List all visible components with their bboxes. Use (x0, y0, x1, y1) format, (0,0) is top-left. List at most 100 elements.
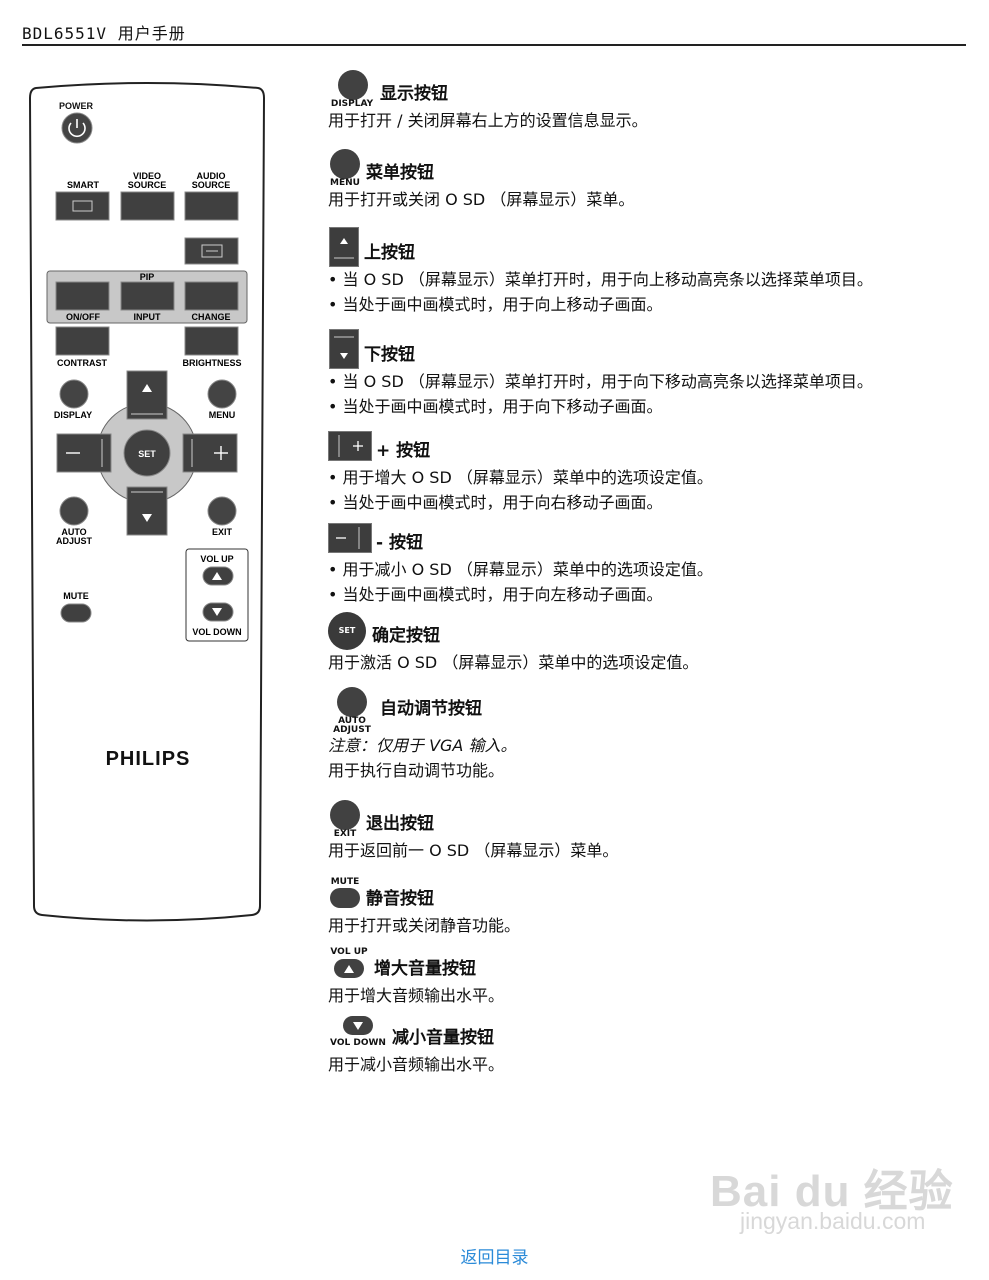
remote-aspect-button (184, 237, 239, 265)
entry-down-bullet-2: • 当处于画中画模式时，用于向下移动子画面。 (328, 397, 663, 416)
svg-text:MUTE: MUTE (63, 591, 89, 601)
entry-vol-down-title: 减小音量按钮 (392, 1028, 494, 1048)
entry-up-bullet-2: • 当处于画中画模式时，用于向上移动子画面。 (328, 295, 663, 314)
entry-vol-up-desc: 用于增大音频输出水平。 (328, 986, 505, 1005)
entry-down-bullet-1: • 当 O SD （屏幕显示）菜单打开时，用于向下移动高亮条以选择菜单项目。 (328, 372, 873, 391)
svg-text:VIDEO: VIDEO (133, 171, 161, 181)
minus-button-icon (328, 517, 372, 557)
entry-minus-bullet-1: • 用于减小 O SD （屏幕显示）菜单中的选项设定值。 (328, 560, 713, 579)
vol-up-button-icon: VOL UP (328, 943, 370, 983)
plus-button-icon (328, 425, 372, 465)
remote-exit-button (207, 496, 237, 526)
remote-up-button (126, 370, 168, 420)
remote-control-illustration: POWER SMART VIDEO SOURCE AUDIO SOURCE PI… (28, 78, 266, 928)
remote-video-source-button (120, 191, 175, 221)
watermark-logo-text: Bai du 经验 (710, 1167, 954, 1216)
mute-button-icon: MUTE (328, 873, 362, 913)
remote-brand-logo: PHILIPS (106, 748, 191, 770)
svg-text:ON/OFF: ON/OFF (66, 312, 100, 322)
document-header: BDL6551V 用户手册 (22, 24, 186, 43)
back-to-contents-link[interactable]: 返回目录 (460, 1248, 529, 1268)
remote-pip-onoff-button (55, 281, 110, 311)
entry-up: 上按钮 • 当 O SD （屏幕显示）菜单打开时，用于向上移动高亮条以选择菜单项… (328, 227, 968, 317)
entry-vol-down-desc: 用于减小音频输出水平。 (328, 1055, 505, 1074)
entry-auto-adjust-note: 注意：仅用于 VGA 输入。 (328, 736, 517, 755)
menu-button-icon: MENU (328, 147, 362, 188)
entry-mute-desc: 用于打开或关闭静音功能。 (328, 916, 521, 935)
svg-text:AUTO: AUTO (61, 527, 86, 537)
entry-auto-adjust-title: 自动调节按钮 (380, 699, 482, 719)
svg-text:SET: SET (138, 449, 156, 459)
entry-plus-title: + 按钮 (376, 441, 431, 461)
auto-adjust-button-icon: AUTO ADJUST (328, 687, 376, 735)
entry-mute: MUTE 静音按钮 用于打开或关闭静音功能。 (328, 873, 968, 938)
up-button-icon (328, 227, 360, 267)
entry-minus-title: - 按钮 (376, 533, 423, 553)
remote-plus-button (182, 433, 238, 473)
entry-display-title: 显示按钮 (380, 84, 448, 104)
remote-mute-button (60, 603, 92, 623)
entry-display: DISPLAY 显示按钮 用于打开 / 关闭屏幕右上方的设置信息显示。 (328, 68, 968, 133)
entry-down: 下按钮 • 当 O SD （屏幕显示）菜单打开时，用于向下移动高亮条以选择菜单项… (328, 329, 968, 419)
svg-text:MENU: MENU (209, 410, 236, 420)
entry-vol-up: VOL UP 增大音量按钮 用于增大音频输出水平。 (328, 943, 968, 1008)
svg-text:SMART: SMART (67, 180, 99, 190)
remote-brightness-button (184, 326, 239, 356)
watermark-url: jingyan.baidu.com (740, 1208, 926, 1234)
entry-menu-title: 菜单按钮 (366, 163, 434, 183)
header-rule (22, 44, 966, 46)
entry-mute-title: 静音按钮 (366, 889, 434, 909)
entry-display-desc: 用于打开 / 关闭屏幕右上方的设置信息显示。 (328, 111, 648, 130)
entry-set-desc: 用于激活 O SD （屏幕显示）菜单中的选项设定值。 (328, 653, 699, 672)
svg-text:VOL DOWN: VOL DOWN (192, 627, 241, 637)
entry-menu-desc: 用于打开或关闭 O SD （屏幕显示）菜单。 (328, 190, 635, 209)
svg-text:INPUT: INPUT (134, 312, 162, 322)
vol-down-button-icon: VOL DOWN (328, 1012, 388, 1052)
display-button-icon: DISPLAY (328, 68, 376, 109)
svg-text:EXIT: EXIT (212, 527, 233, 537)
entry-vol-down: VOL DOWN 减小音量按钮 用于减小音频输出水平。 (328, 1012, 968, 1077)
down-button-icon (328, 329, 360, 369)
remote-auto-adjust-button (59, 496, 89, 526)
entry-exit-title: 退出按钮 (366, 814, 434, 834)
entry-up-title: 上按钮 (364, 243, 415, 263)
svg-text:AUDIO: AUDIO (197, 171, 226, 181)
svg-text:VOL UP: VOL UP (200, 554, 233, 564)
entry-minus-bullet-2: • 当处于画中画模式时，用于向左移动子画面。 (328, 585, 663, 604)
svg-text:CHANGE: CHANGE (191, 312, 230, 322)
svg-text:PIP: PIP (140, 272, 155, 282)
entry-exit-desc: 用于返回前一 O SD （屏幕显示）菜单。 (328, 841, 619, 860)
remote-pip-change-button (184, 281, 239, 311)
remote-audio-source-button (184, 191, 239, 221)
svg-text:BRIGHTNESS: BRIGHTNESS (182, 358, 241, 368)
set-button-icon: SET (328, 610, 368, 650)
remote-set-button (123, 429, 171, 477)
entry-up-bullet-1: • 当 O SD （屏幕显示）菜单打开时，用于向上移动高亮条以选择菜单项目。 (328, 270, 873, 289)
baidu-jingyan-watermark: Bai du 经验 jingyan.baidu.com (700, 1140, 960, 1250)
remote-smart-button (55, 191, 110, 221)
remote-minus-button (56, 433, 112, 473)
remote-down-button (126, 486, 168, 536)
entry-menu: MENU 菜单按钮 用于打开或关闭 O SD （屏幕显示）菜单。 (328, 147, 968, 212)
entry-minus: - 按钮 • 用于减小 O SD （屏幕显示）菜单中的选项设定值。 • 当处于画… (328, 517, 968, 607)
entry-plus-bullet-2: • 当处于画中画模式时，用于向右移动子画面。 (328, 493, 663, 512)
remote-menu-button (207, 379, 237, 409)
entry-auto-adjust: AUTO ADJUST 自动调节按钮 注意：仅用于 VGA 输入。 用于执行自动… (328, 687, 968, 783)
entry-set-title: 确定按钮 (372, 626, 440, 646)
entry-plus: + 按钮 • 用于增大 O SD （屏幕显示）菜单中的选项设定值。 • 当处于画… (328, 425, 968, 515)
remote-power-label: POWER (59, 101, 94, 111)
svg-text:ADJUST: ADJUST (56, 536, 93, 546)
svg-text:SOURCE: SOURCE (128, 180, 167, 190)
svg-text:DISPLAY: DISPLAY (54, 410, 92, 420)
entry-vol-up-title: 增大音量按钮 (374, 959, 476, 979)
entry-exit: EXIT 退出按钮 用于返回前一 O SD （屏幕显示）菜单。 (328, 798, 968, 863)
entry-down-title: 下按钮 (364, 345, 415, 365)
remote-pip-input-button (120, 281, 175, 311)
exit-button-icon: EXIT (328, 798, 362, 839)
entry-auto-adjust-desc: 用于执行自动调节功能。 (328, 761, 505, 780)
remote-display-button (59, 379, 89, 409)
svg-text:CONTRAST: CONTRAST (57, 358, 107, 368)
svg-text:SOURCE: SOURCE (192, 180, 231, 190)
entry-set: SET 确定按钮 用于激活 O SD （屏幕显示）菜单中的选项设定值。 (328, 610, 968, 675)
remote-contrast-button (55, 326, 110, 356)
